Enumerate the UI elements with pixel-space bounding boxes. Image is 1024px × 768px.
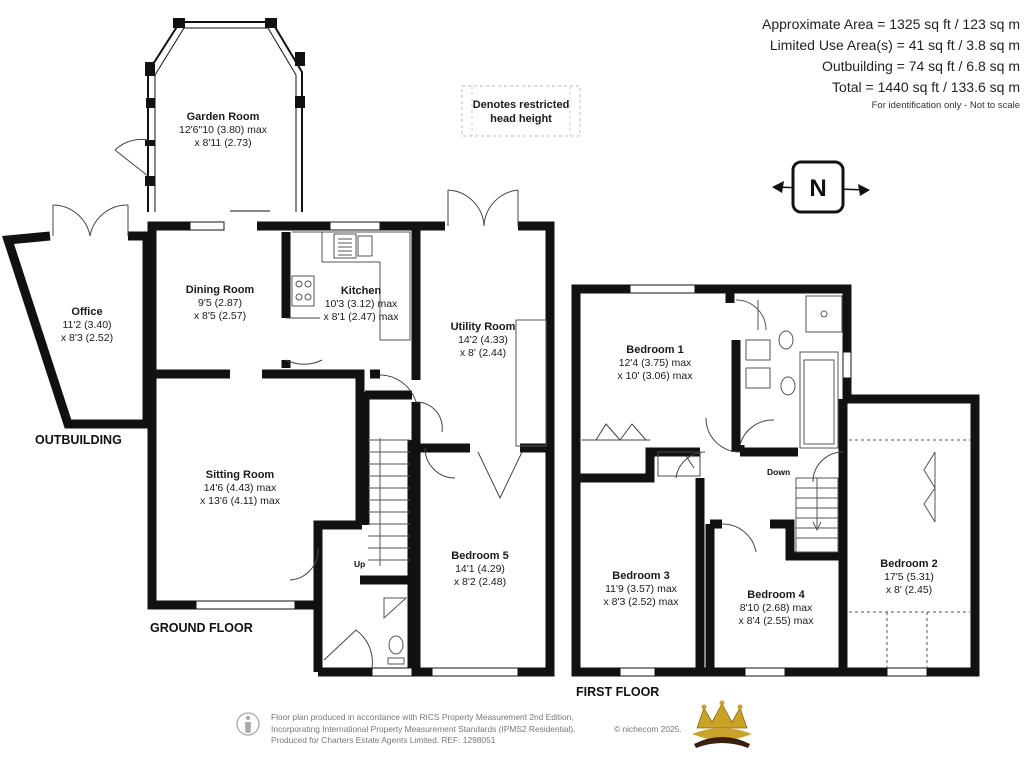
bedroom-3-dim2: x 8'3 (2.52) max (604, 596, 680, 608)
sitting-room-dim2: x 13'6 (4.11) max (200, 495, 281, 507)
garden-room-dim2: x 8'11 (2.73) (194, 137, 251, 149)
ground-stairs (368, 438, 410, 566)
kitchen-dim1: 10'3 (3.12) max (325, 298, 398, 310)
kitchen-name: Kitchen (341, 285, 382, 297)
dining-room-dim1: 9'5 (2.87) (198, 297, 242, 309)
utility-room-name: Utility Room (451, 321, 516, 333)
dining-room-dim2: x 8'5 (2.57) (194, 310, 246, 322)
office-dim1: 11'2 (3.40) (62, 319, 111, 331)
office-walls (1, 231, 152, 429)
kitchen-dim2: x 8'1 (2.47) max (324, 311, 400, 323)
ground-internal-doors (285, 317, 523, 669)
sitting-room-dim1: 14'6 (4.43) max (204, 482, 277, 494)
restricted-height-legend: Denotes restricted head height (461, 85, 581, 137)
identification-note: For identification only - Not to scale (871, 100, 1020, 111)
bedroom-3-name: Bedroom 3 (612, 570, 669, 582)
bedroom-5-name: Bedroom 5 (451, 550, 508, 562)
bedroom2-extras (849, 439, 970, 668)
bedroom-2-dim2: x 8' (2.45) (886, 584, 932, 596)
garden-room-name: Garden Room (187, 111, 260, 123)
office-name: Office (71, 306, 102, 318)
legend-line-1: Denotes restricted (473, 99, 570, 111)
bedroom-5-dim1: 14'1 (4.29) (455, 563, 505, 575)
ground-floor-walls (147, 221, 555, 677)
area-summary: Approximate Area = 1325 sq ft / 123 sq m… (762, 14, 1020, 114)
footer-disclaimer: Floor plan produced in accordance with R… (271, 712, 575, 747)
utility-room-dim1: 14'2 (4.33) (458, 334, 508, 346)
utility-fixtures (383, 319, 547, 665)
kitchen-fixtures (291, 231, 411, 341)
dining-room-name: Dining Room (186, 284, 255, 296)
ground-floor-windows (189, 210, 519, 677)
bedroom-5-dim2: x 8'2 (2.48) (454, 576, 506, 588)
bedroom-1-dim2: x 10' (3.06) max (618, 370, 694, 382)
bathroom-fixtures (735, 295, 843, 449)
limited-use-area: Limited Use Area(s) = 41 sq ft / 3.8 sq … (769, 37, 1020, 53)
landing-doors (675, 417, 844, 553)
sitting-room-name: Sitting Room (206, 469, 275, 481)
footer-line-3: Produced for Charters Estate Agents Limi… (271, 735, 496, 745)
stairs-down-label: Down (767, 467, 790, 477)
room-labels: Garden Room 12'6"10 (3.80) max x 8'11 (2… (61, 111, 938, 627)
footer-line-2: Incorporating International Property Mea… (271, 723, 576, 734)
office-door (52, 204, 129, 237)
first-floor-label: FIRST FLOOR (576, 685, 659, 699)
bedroom-1-dim1: 12'4 (3.75) max (619, 357, 692, 369)
floor-labels: OUTBUILDING GROUND FLOOR FIRST FLOOR (35, 433, 659, 699)
crown-logo-icon (692, 700, 752, 748)
bedroom-2-dim1: 17'5 (5.31) (884, 571, 934, 583)
north-compass-icon: N (772, 160, 870, 214)
garden-room-dim1: 12'6"10 (3.80) max (179, 124, 268, 136)
garden-room-walls (145, 18, 305, 212)
utility-room-dim2: x 8' (2.44) (460, 347, 506, 359)
outbuilding-area: Outbuilding = 74 sq ft / 6.8 sq m (821, 58, 1020, 74)
footer-brand: © nichecom 2025. (614, 724, 682, 734)
bedroom1-wardrobe (582, 423, 701, 477)
office-dim2: x 8'3 (2.52) (61, 332, 113, 344)
first-floor-windows (619, 284, 928, 677)
bedroom-4-dim1: 8'10 (2.68) max (740, 602, 813, 614)
bedroom-4-dim2: x 8'4 (2.55) max (739, 615, 815, 627)
footer-line-1: Floor plan produced in accordance with R… (271, 712, 574, 722)
utility-doors (447, 189, 519, 227)
bedroom-3-dim1: 11'9 (3.57) max (605, 583, 678, 595)
first-stairs (795, 477, 839, 553)
garden-room-door (114, 138, 149, 177)
compass-letter: N (809, 175, 826, 202)
person-icon (236, 712, 260, 736)
bedroom-2-name: Bedroom 2 (880, 558, 937, 570)
ground-floor-label: GROUND FLOOR (150, 621, 253, 635)
legend-line-2: head height (490, 113, 552, 125)
stairs-up-label: Up (354, 559, 365, 569)
outbuilding-label: OUTBUILDING (35, 433, 122, 447)
bedroom-4-name: Bedroom 4 (747, 589, 805, 601)
total-area: Total = 1440 sq ft / 133.6 sq m (832, 79, 1020, 95)
approximate-area: Approximate Area = 1325 sq ft / 123 sq m (762, 16, 1020, 32)
first-floor-walls (571, 284, 980, 677)
bedroom-1-name: Bedroom 1 (626, 344, 683, 356)
